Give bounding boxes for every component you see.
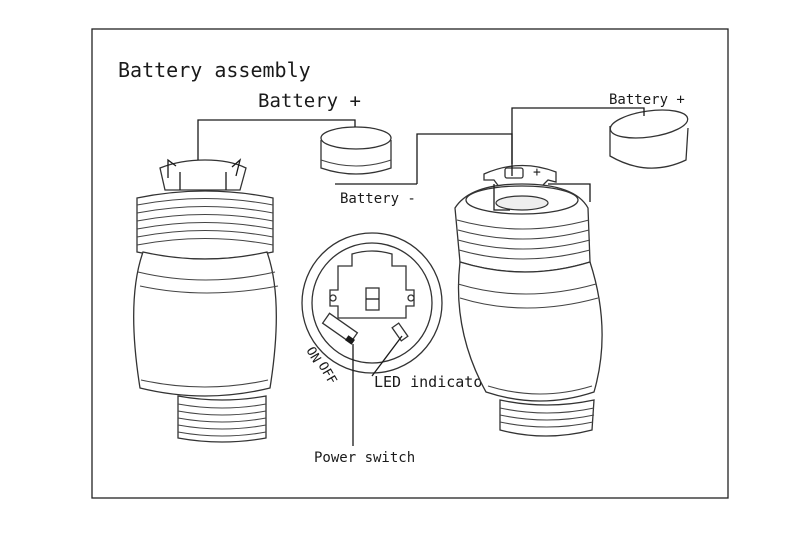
label-led-indicator: LED indicator xyxy=(374,373,491,391)
right-top-threads xyxy=(454,183,591,273)
right-body xyxy=(457,261,603,402)
left-battery-clip xyxy=(159,158,247,191)
power-switch xyxy=(321,312,359,345)
label-on: ON xyxy=(303,345,324,366)
label-battery-plus-right: Battery + xyxy=(609,92,685,108)
left-bottom-threads xyxy=(177,395,267,443)
left-aerator xyxy=(133,158,279,443)
right-bottom-threads xyxy=(499,399,595,437)
led-indicator xyxy=(391,322,409,342)
center-top-view: ON OFF xyxy=(301,232,443,387)
plus-symbol: + xyxy=(533,165,541,180)
right-battery xyxy=(609,109,689,169)
right-battery-holder: + xyxy=(483,164,557,189)
label-power-switch: Power switch xyxy=(314,450,415,466)
leader-battery-plus-left xyxy=(197,119,356,160)
label-battery-plus-left: Battery + xyxy=(258,90,361,112)
left-battery xyxy=(320,126,392,175)
label-battery-minus: Battery - xyxy=(340,191,416,207)
diagram-title: Battery assembly xyxy=(118,58,311,82)
right-aerator: + xyxy=(454,164,603,437)
leader-battery-plus-right xyxy=(511,107,645,176)
left-top-threads xyxy=(136,190,274,260)
leader-led-indicator xyxy=(371,335,403,377)
left-body xyxy=(133,251,279,397)
